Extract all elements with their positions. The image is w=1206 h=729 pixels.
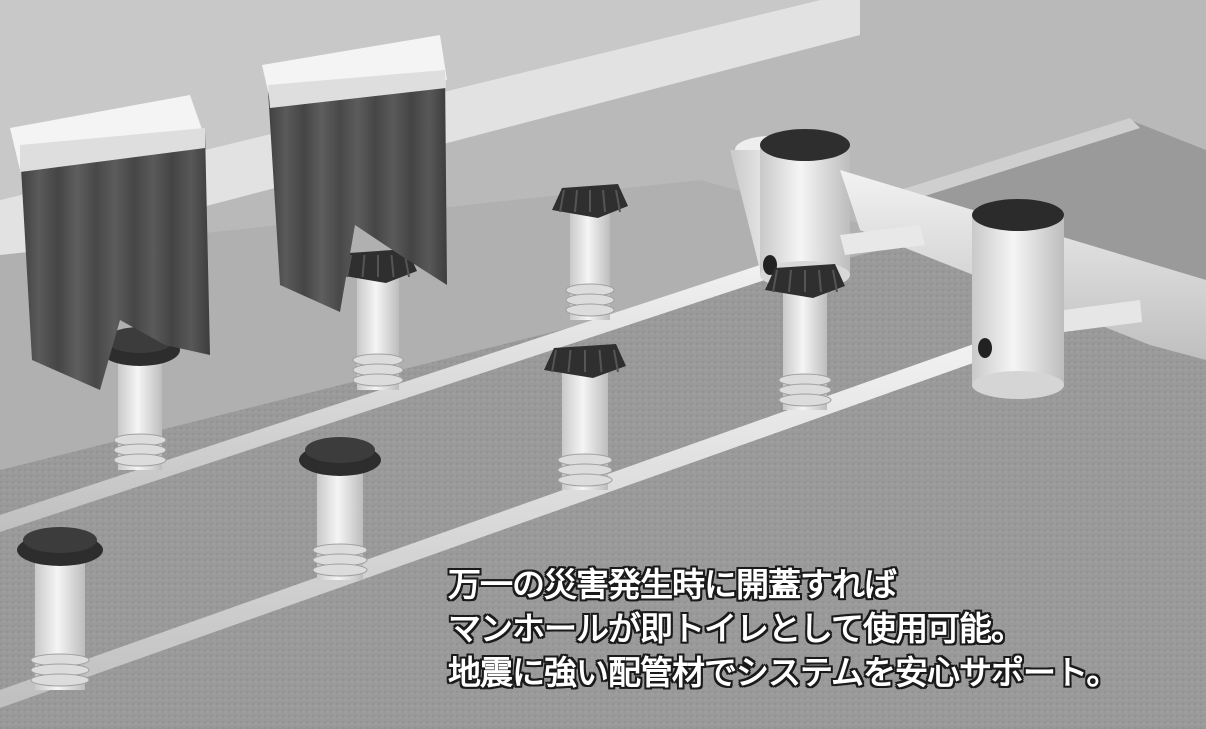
- pipe-back: [0, 260, 780, 532]
- toilet-tent-2: [262, 35, 447, 312]
- manhole-riser-1: [100, 327, 180, 470]
- pipe-front: [0, 340, 990, 708]
- caption-line-3: 地震に強い配管材でシステムを安心サポート。: [448, 653, 1119, 692]
- caption-line-2: マンホールが即トイレとして使用可能。: [448, 609, 1024, 648]
- manhole-toilet-risers: [17, 184, 845, 690]
- manhole-riser-large-2: [972, 199, 1142, 399]
- manhole-riser-2: [339, 249, 417, 390]
- manhole-riser-5: [544, 344, 626, 490]
- manhole-riser-4: [299, 437, 381, 580]
- manhole-riser-7: [17, 527, 103, 690]
- manhole-riser-3: [552, 184, 628, 320]
- caption: 万一の災害発生時に開蓋すれば マンホールが即トイレとして使用可能。 地震に強い配…: [448, 563, 1200, 695]
- manhole-riser-6: [765, 264, 845, 410]
- caption-line-1: 万一の災害発生時に開蓋すれば: [448, 565, 897, 604]
- toilet-tent-1: [10, 95, 210, 390]
